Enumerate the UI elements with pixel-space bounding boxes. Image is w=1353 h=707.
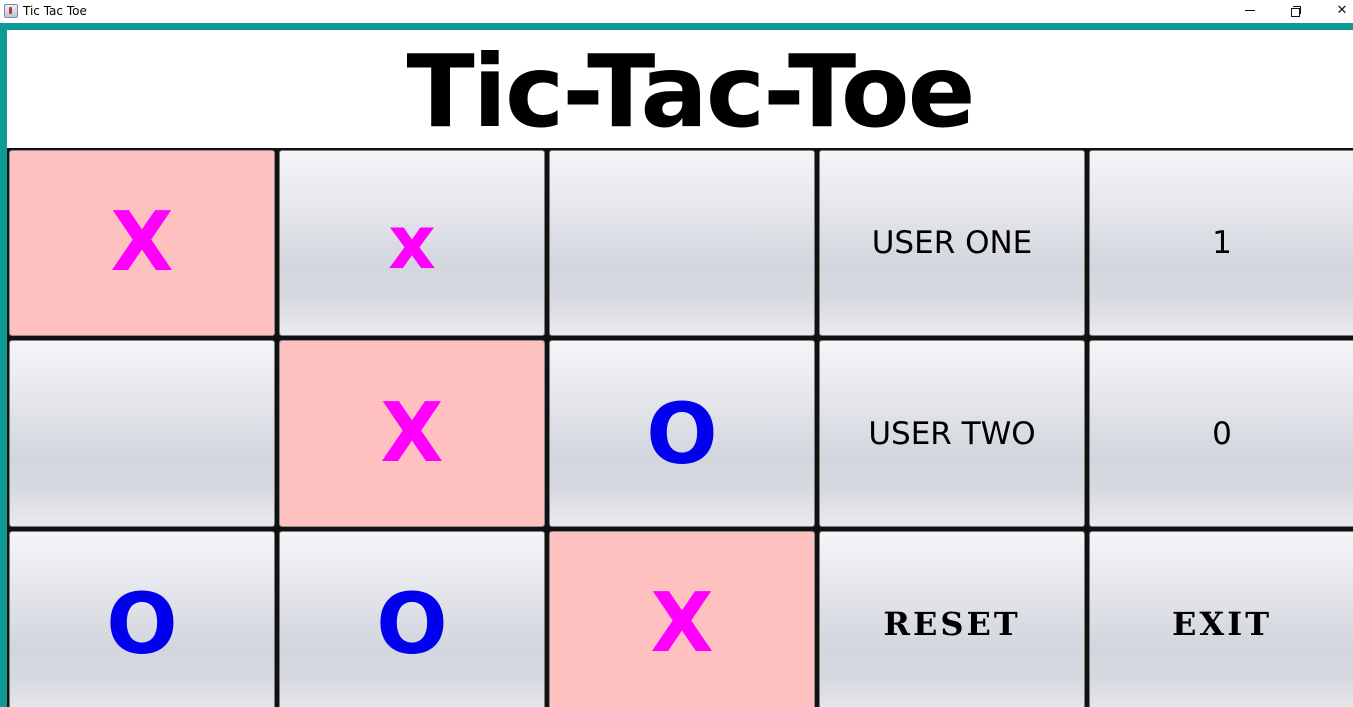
header-panel: Tic-Tac-Toe <box>7 30 1353 150</box>
window-frame-top <box>0 23 1353 30</box>
cell-mark: O <box>376 575 448 673</box>
game-title: Tic-Tac-Toe <box>406 33 976 150</box>
reset-button[interactable]: RESET <box>819 531 1085 707</box>
close-button[interactable]: ✕ <box>1319 0 1353 23</box>
player-two-label-text: USER TWO <box>868 415 1036 452</box>
exit-button[interactable]: EXIT <box>1089 531 1353 707</box>
player-one-label-text: USER ONE <box>871 225 1033 261</box>
restore-button[interactable] <box>1273 0 1319 23</box>
title-bar[interactable]: Tic Tac Toe ✕ <box>0 0 1353 23</box>
player-one-score: 1 <box>1089 150 1353 336</box>
cell-mark: X <box>110 195 174 290</box>
minimize-icon <box>1245 10 1255 11</box>
game-grid: X x USER ONE 1 X O USER TWO 0 <box>7 148 1353 707</box>
minimize-button[interactable] <box>1227 0 1273 23</box>
player-two-score-text: 0 <box>1212 415 1232 452</box>
board-cell-4[interactable] <box>9 340 275 527</box>
cell-mark: X <box>380 385 444 481</box>
window-frame-left <box>0 23 7 707</box>
board-cell-3[interactable] <box>549 150 815 336</box>
player-two-score: 0 <box>1089 340 1353 527</box>
cell-mark: x <box>388 200 436 286</box>
exit-button-label: EXIT <box>1172 605 1272 643</box>
close-icon: ✕ <box>1336 3 1348 18</box>
board-cell-2[interactable]: x <box>279 150 545 336</box>
player-two-label: USER TWO <box>819 340 1085 527</box>
board-cell-1[interactable]: X <box>9 150 275 336</box>
board-cell-9[interactable]: X <box>549 531 815 707</box>
board-cell-5[interactable]: X <box>279 340 545 527</box>
board-cell-7[interactable]: O <box>9 531 275 707</box>
restore-icon <box>1291 5 1301 17</box>
board-cell-6[interactable]: O <box>549 340 815 527</box>
reset-button-label: RESET <box>883 605 1021 643</box>
board-cell-8[interactable]: O <box>279 531 545 707</box>
player-one-score-text: 1 <box>1212 225 1232 261</box>
cell-mark: O <box>106 575 178 673</box>
player-one-label: USER ONE <box>819 150 1085 336</box>
window-title: Tic Tac Toe <box>23 4 87 18</box>
cell-mark: X <box>650 576 714 671</box>
java-cup-icon <box>4 4 18 18</box>
cell-mark: O <box>646 384 718 483</box>
